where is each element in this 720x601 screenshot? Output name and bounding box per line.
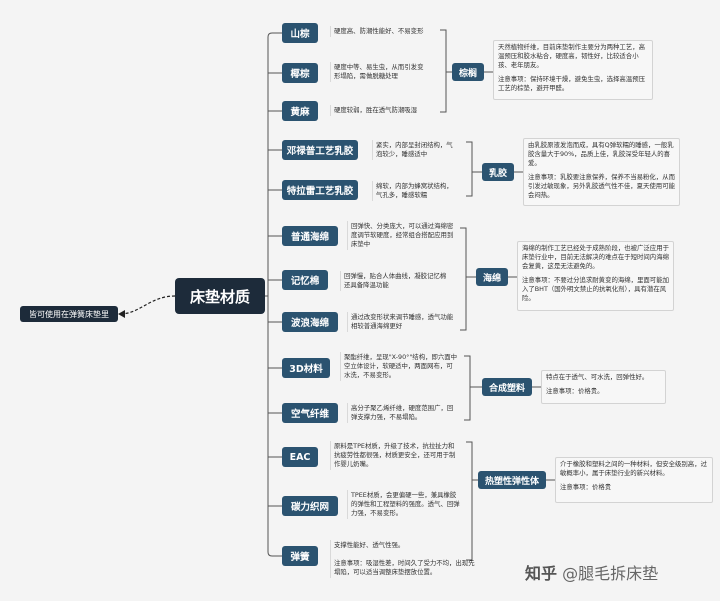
note-text: 注意事项：乳胶要注意保养，保养不当易粉化，从而引发过敏现象，另外乳胶透气性不佳，… bbox=[528, 173, 675, 199]
note-text: 特点在于透气、可水洗，回弹性好。 bbox=[546, 373, 649, 381]
material-desc: 硬度高、防潮性能好、不易变形 bbox=[330, 26, 438, 37]
category-note: 天然植物纤维，目前床垫制作主要分为两种工艺，高温预压和胶水粘合，硬度高，韧性好，… bbox=[493, 40, 653, 100]
watermark-platform: 知乎 bbox=[525, 564, 558, 583]
category-node: 热塑性弹性体 bbox=[478, 471, 546, 489]
material-node: 黄麻 bbox=[282, 101, 318, 121]
material-node: 邓禄普工艺乳胶 bbox=[282, 140, 358, 160]
watermark-author: @腿毛拆床垫 bbox=[562, 564, 659, 583]
material-node: 记忆棉 bbox=[282, 270, 328, 290]
note-text: 注意事项：保持环境干燥，避免生虫，选择高温预压工艺的棕垫，避开甲醛。 bbox=[498, 75, 645, 92]
connector bbox=[466, 141, 473, 197]
watermark: 知乎 @腿毛拆床垫 bbox=[525, 560, 658, 584]
note-text: 注意事项：价格贵 bbox=[560, 483, 612, 491]
material-desc: TPEE材质，会更偏硬一些，兼具橡胶的弹性和工程塑料的强度。透气、回弹力强，不易… bbox=[347, 490, 465, 519]
category-note: 由乳胶原液发泡而成，具有Q弹软糯的睡感，一般乳胶含量大于90%，品质上佳，乳胶深… bbox=[523, 138, 680, 206]
category-node: 合成塑料 bbox=[482, 378, 532, 396]
category-note: 海绵的制作工艺已经处于成熟阶段，也被广泛应用于床垫行业中，目前无法解决的难点在于… bbox=[517, 241, 674, 311]
material-desc: 高分子聚乙烯纤维，硬度范围广，回弹支撑力强，不易塌陷。 bbox=[347, 403, 457, 423]
material-node: 3D材料 bbox=[282, 358, 330, 378]
material-desc: 回弹快、分类庞大，可以通过海绵密度调节软硬度，经常组合搭配应用到床垫中 bbox=[347, 221, 457, 250]
note-text: 介于橡胶和塑料之间的一种材料，但安全级别高，过敏概率小，属于床垫行业的新兴材料。 bbox=[560, 460, 707, 477]
material-node: 碳力织网 bbox=[282, 496, 338, 516]
material-node: 山棕 bbox=[282, 23, 318, 43]
category-node: 海绵 bbox=[476, 268, 508, 286]
category-note: 介于橡胶和塑料之间的一种材料，但安全级别高，过敏概率小，属于床垫行业的新兴材料。… bbox=[555, 457, 713, 503]
note-text: 天然植物纤维，目前床垫制作主要分为两种工艺，高温预压和胶水粘合，硬度高，韧性好，… bbox=[498, 43, 645, 69]
material-node: 特拉雷工艺乳胶 bbox=[282, 180, 358, 200]
note-text: 注意事项：价格贵。 bbox=[546, 387, 604, 395]
connector bbox=[440, 29, 447, 113]
material-node: 空气纤维 bbox=[282, 403, 338, 423]
material-desc: 硬度中等、易生虫，从而引发变形塌陷，需做脱糖处理 bbox=[330, 62, 428, 82]
connector bbox=[267, 551, 282, 557]
connector bbox=[460, 227, 467, 331]
material-desc: 紧实，内部呈封闭结构，气泡较少，睡感适中 bbox=[372, 140, 462, 160]
material-desc: 回弹慢，贴合人体曲线，凝胶记忆棉还具备降温功能 bbox=[340, 271, 450, 291]
material-node: 弹簧 bbox=[282, 546, 318, 566]
material-node: 椰棕 bbox=[282, 63, 318, 83]
material-node: 波浪海绵 bbox=[282, 312, 338, 332]
extra-node: 皆可使用在弹簧床垫里 bbox=[20, 306, 118, 322]
extra-connector bbox=[119, 295, 176, 315]
material-node: 普通海绵 bbox=[282, 226, 338, 246]
material-desc: 原料是TPE材质，升级了技术，抗拉扯力和抗疲劳性都很强，材质更安全，还可用于制作… bbox=[330, 441, 460, 470]
material-desc: 硬度较弱，胜在透气防潮吸湿 bbox=[330, 105, 438, 116]
category-node: 乳胶 bbox=[482, 163, 514, 181]
note-text: 由乳胶原液发泡而成，具有Q弹软糯的睡感，一般乳胶含量大于90%，品质上佳，乳胶深… bbox=[528, 141, 674, 167]
connector bbox=[466, 441, 473, 561]
note-text: 海绵的制作工艺已经处于成熟阶段，也被广泛应用于床垫行业中，目前无法解决的难点在于… bbox=[522, 244, 669, 270]
arrow-head bbox=[118, 310, 125, 318]
material-desc: 绵软，内部为蜂窝状结构，气孔多，睡感软糯 bbox=[372, 181, 462, 201]
root-node: 床垫材质 bbox=[175, 278, 265, 314]
category-note: 特点在于透气、可水洗，回弹性好。 注意事项：价格贵。 bbox=[541, 370, 666, 404]
note-text: 注意事项：不要过分追求耐黄变的海绵，里面可能加入了BHT（国外明文禁止的抗氧化剂… bbox=[522, 276, 669, 302]
connector bbox=[267, 32, 282, 38]
category-node: 棕榈 bbox=[452, 63, 484, 81]
connector bbox=[464, 355, 471, 421]
material-desc: 支撑性能好、透气性强。 注意事项：吸湿性差，时间久了受力不均，出现先塌陷，可以适… bbox=[330, 540, 480, 578]
material-desc: 聚酯纤维，呈现"X-90°"结构，即六面中空立体设计，软硬适中，两面网布，可水洗… bbox=[340, 352, 462, 381]
material-desc: 通过改变形状来调节睡感，透气功能相较普通海绵更好 bbox=[347, 312, 457, 332]
material-node: EAC bbox=[282, 447, 318, 467]
